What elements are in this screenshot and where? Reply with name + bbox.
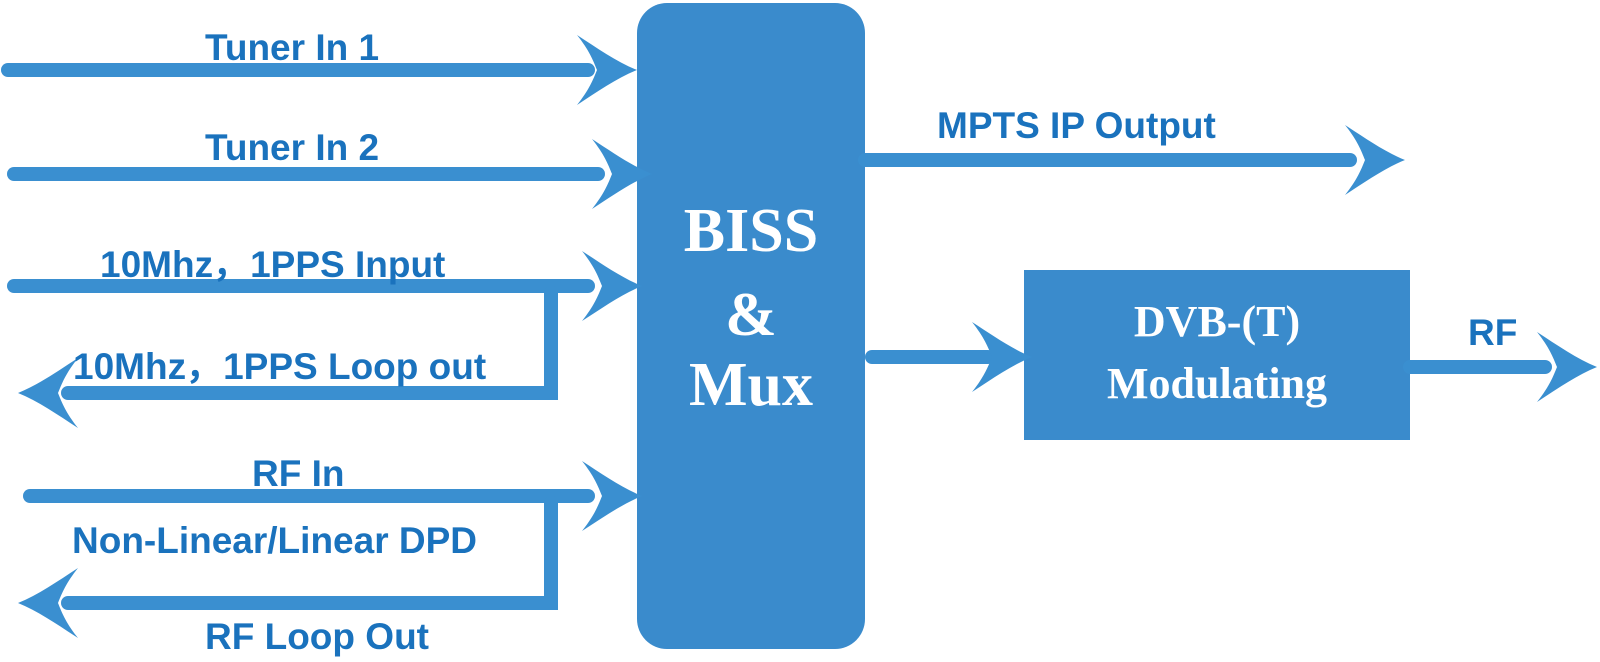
mux-block (637, 3, 865, 649)
tuner-in-1-label: Tuner In 1 (205, 27, 380, 68)
mux-block-title-line1: BISS (683, 197, 819, 265)
modulator-block-title-line1: DVB-(T) (1133, 297, 1301, 346)
rf-loop-out-label: RF Loop Out (205, 616, 429, 657)
mux-block-title-line3: Mux (689, 351, 813, 419)
mux-block-title-line2: & (725, 281, 777, 349)
mpts-ip-output-label: MPTS IP Output (937, 105, 1216, 146)
modulator-block-title-line2: Modulating (1106, 359, 1328, 408)
ref-loop-out-line (61, 286, 558, 400)
rf-output-label: RF (1468, 312, 1518, 353)
rf-loop-out-line (61, 496, 558, 610)
modulator-block (1024, 270, 1410, 440)
tuner-in-2-label: Tuner In 2 (205, 127, 380, 168)
dpd-label: Non-Linear/Linear DPD (72, 520, 477, 561)
ref-input-label: 10Mhz，1PPS Input (100, 244, 446, 285)
rf-in-label: RF In (252, 453, 345, 494)
ref-loop-out-label: 10Mhz，1PPS Loop out (73, 346, 487, 387)
